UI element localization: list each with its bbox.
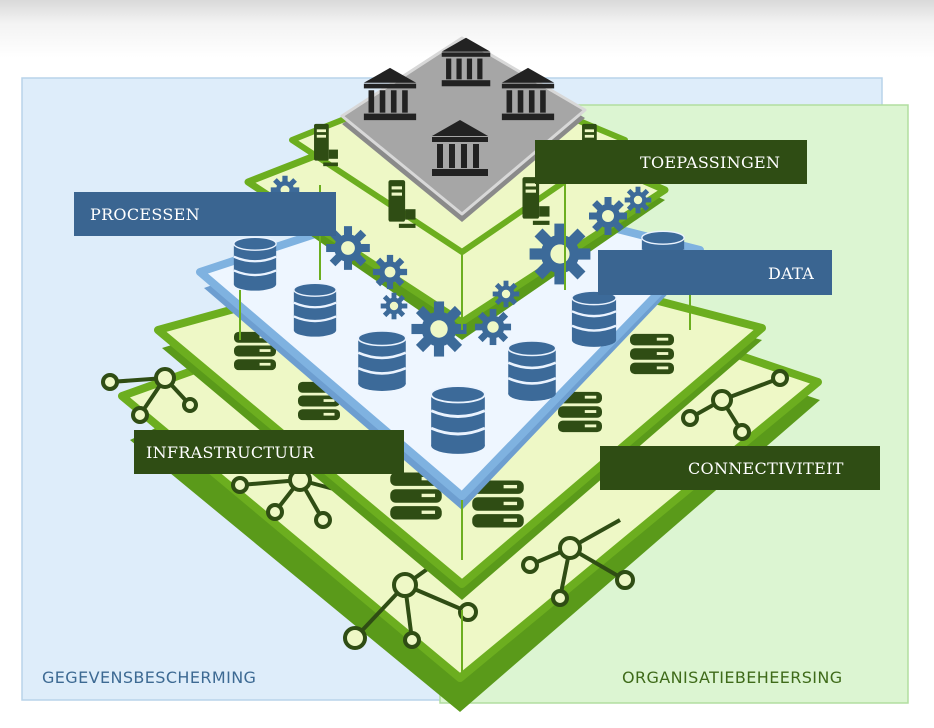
database-icon — [570, 290, 618, 348]
label-toepassingen: TOEPASSINGEN — [535, 140, 807, 184]
toepassingen-text: TOEPASSINGEN — [640, 153, 780, 172]
gear-icon — [380, 292, 408, 320]
gear-icon — [624, 186, 652, 214]
gear-icon — [372, 254, 408, 290]
label-processen: PROCESSEN — [74, 192, 336, 236]
database-icon — [506, 340, 558, 402]
gear-icon — [411, 301, 467, 357]
database-icon — [429, 385, 487, 455]
gear-icon — [529, 223, 591, 285]
data-text: DATA — [768, 264, 814, 283]
label-data: DATA — [598, 250, 832, 295]
institutions-layer — [340, 36, 587, 222]
network-node-icon — [681, 369, 789, 441]
organisatiebeheersing-caption: ORGANISATIEBEHEERSING — [622, 668, 843, 687]
network-node-icon — [101, 367, 198, 424]
infrastructuur-text: INFRASTRUCTUUR — [146, 443, 315, 462]
gegevensbescherming-caption: GEGEVENSBESCHERMING — [42, 668, 256, 687]
connectiviteit-text: CONNECTIVITEIT — [688, 459, 844, 478]
gear-icon — [589, 197, 627, 235]
processen-text: PROCESSEN — [90, 205, 200, 224]
storage-icon — [630, 333, 674, 375]
database-icon — [232, 236, 278, 292]
label-infrastructuur: INFRASTRUCTUUR — [134, 430, 404, 474]
label-connectiviteit: CONNECTIVITEIT — [600, 446, 880, 490]
gear-icon — [492, 280, 520, 308]
network-node-icon — [521, 518, 635, 607]
database-icon — [356, 330, 408, 392]
gear-icon — [474, 308, 512, 346]
database-icon — [292, 282, 338, 338]
